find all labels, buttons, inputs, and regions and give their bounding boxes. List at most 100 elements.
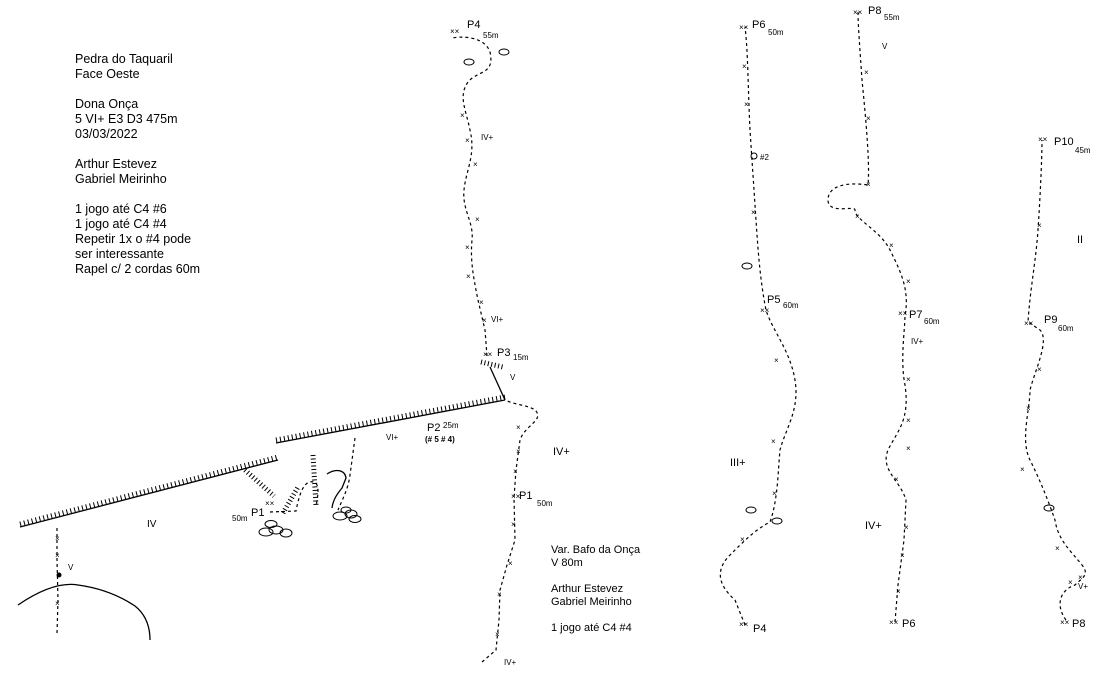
info-line: Arthur Estevez	[75, 157, 157, 171]
boulders	[258, 506, 362, 538]
bolt-icon: ×	[475, 215, 480, 224]
ledge-dihedral	[310, 454, 319, 507]
belay-p2-name: P2	[427, 422, 440, 434]
bolt-icon: ×	[55, 599, 60, 608]
grade-label: #2	[760, 153, 769, 162]
bolt-icon: ×	[889, 241, 894, 250]
bolt-icon: ×	[742, 62, 747, 71]
belay-labels: P1 50m P1 50m P2 25m (# 5 # 4) P3 15m P4…	[232, 5, 1091, 635]
route-line-bafo-da-onca	[481, 399, 539, 663]
belay-p4b-name: P4	[753, 623, 766, 635]
bolt-icon: ×	[894, 475, 899, 484]
belay-p10-length: 45m	[1075, 146, 1091, 155]
belay-p2-length: 25m	[443, 421, 459, 430]
bolt-icon: ×	[744, 100, 749, 109]
grade-label: III+	[730, 457, 746, 469]
hold-icon	[498, 48, 510, 56]
route-line-dona-onca	[56, 36, 492, 634]
bolt-icon: ×	[866, 114, 871, 123]
hold-icon	[771, 517, 783, 525]
belay-p2-note: (# 5 # 4)	[425, 435, 455, 444]
bolt-icon: ×	[1037, 365, 1042, 374]
belay-p3-name: P3	[497, 347, 510, 359]
belay-p1b-name: P1	[519, 490, 532, 502]
topo-info-variant: Var. Bafo da Onça V 80m Arthur Estevez G…	[551, 544, 640, 635]
belay-p1-length: 50m	[232, 514, 248, 523]
belay-p6-length: 50m	[768, 28, 784, 37]
info-line: 5 VI+ E3 D3 475m	[75, 112, 178, 126]
ledge-p3	[480, 359, 504, 370]
svg-text:××: ××	[511, 492, 521, 501]
info-line: 1 jogo até C4 #4	[551, 622, 632, 634]
grade-labels: IV V VI+ V IV+ VI+ IV+ IV+ III+ #2 V IV+…	[68, 42, 1088, 667]
svg-text:××: ××	[739, 620, 749, 629]
bolt-icon: ×	[55, 551, 60, 560]
grade-label: VI+	[491, 315, 504, 324]
bolt-icon: ×	[1068, 578, 1073, 587]
ledge-p1-crack	[280, 485, 301, 515]
svg-text:××: ××	[760, 306, 770, 315]
natural-holds	[463, 48, 1055, 525]
grade-label: IV+	[481, 133, 494, 142]
grade-label: IV+	[911, 337, 924, 346]
belay-p4-length: 55m	[483, 31, 499, 40]
bolt-icon: ×	[774, 356, 779, 365]
bolt-icon: ×	[511, 520, 516, 529]
roof-ledge-main	[275, 394, 506, 444]
bolt-icon: ×	[771, 437, 776, 446]
svg-text:××: ××	[889, 618, 899, 627]
grade-label: VI+	[386, 433, 399, 442]
bolt-icon: ×	[740, 535, 745, 544]
info-line: 03/03/2022	[75, 127, 138, 141]
belay-p9-name: P9	[1044, 314, 1057, 326]
belay-p1b-length: 50m	[537, 499, 553, 508]
bolt-icon: ×	[513, 467, 518, 476]
grade-label: V	[68, 563, 74, 572]
belay-p5-length: 60m	[783, 301, 799, 310]
belay-bolt-pairs: ×××××× ×××××× ×××××× ×××××× ××	[265, 8, 1070, 629]
topo-info-main: Pedra do Taquaril Face Oeste Dona Onça 5…	[75, 52, 200, 277]
ledge-p1	[243, 468, 276, 498]
svg-text:××: ××	[1060, 618, 1070, 627]
info-line: Gabriel Meirinho	[551, 596, 632, 608]
route-line-p8-p10	[1024, 139, 1086, 621]
bolt-icon: ×	[906, 277, 911, 286]
bolt-icon: ×	[55, 534, 60, 543]
bolt-icon: ×	[482, 316, 487, 325]
belay-p10-name: P10	[1054, 136, 1074, 148]
piton-icon	[56, 572, 62, 578]
belay-p3-length: 15m	[513, 353, 529, 362]
svg-text:××: ××	[450, 27, 460, 36]
info-line: 1 jogo até C4 #6	[75, 202, 167, 216]
svg-text:××: ××	[853, 8, 863, 17]
info-line: ser interessante	[75, 247, 164, 261]
grade-label: V	[882, 42, 888, 51]
info-line: Rapel c/ 2 cordas 60m	[75, 262, 201, 276]
bolt-icon: ×	[866, 180, 871, 189]
bolt-icon: ×	[906, 444, 911, 453]
bolt-icon: ×	[495, 630, 500, 639]
belay-p9-length: 60m	[1058, 324, 1074, 333]
bolt-markers: × × × × × × × × × × × × × × × × × × × × …	[55, 62, 1083, 639]
bolt-icon: ×	[479, 298, 484, 307]
bolt-icon: ×	[900, 551, 905, 560]
info-line: Arthur Estevez	[551, 583, 624, 595]
info-line: Pedra do Taquaril	[75, 52, 173, 66]
info-line: 1 jogo até C4 #4	[75, 217, 167, 231]
bolt-icon: ×	[466, 272, 471, 281]
svg-text:××: ××	[1024, 319, 1034, 328]
bolt-icon: ×	[473, 160, 478, 169]
route-line-p6-p8	[827, 11, 907, 623]
belay-p8-name: P8	[868, 5, 881, 17]
bolt-icon: ×	[1055, 544, 1060, 553]
bolt-icon: ×	[906, 375, 911, 384]
bolt-icon: ×	[516, 447, 521, 456]
hold-icon	[745, 506, 757, 514]
hold-icon	[741, 262, 753, 270]
svg-text:××: ××	[1038, 135, 1048, 144]
belay-p5-name: P5	[767, 294, 780, 306]
svg-text:××: ××	[739, 23, 749, 32]
bolt-icon: ×	[1078, 573, 1083, 582]
bolt-icon: ×	[516, 423, 521, 432]
svg-text:××: ××	[265, 499, 275, 508]
